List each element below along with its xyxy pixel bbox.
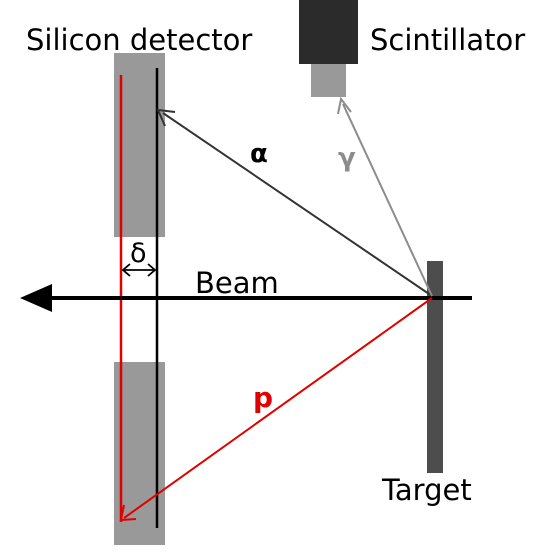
gamma-trajectory [342,103,433,297]
gamma-arrowhead [337,96,352,115]
proton-arrowhead [119,504,137,522]
alpha-label: α [250,139,268,169]
gamma-label: γ [338,143,356,173]
target-foil [427,261,443,473]
proton-label: p [253,381,273,414]
delta-label: δ [130,238,147,269]
proton-trajectory [123,297,433,519]
scintillator-body [299,0,358,64]
scintillator-window [311,64,346,97]
target-label: Target [381,473,472,507]
delta-arrowhead-left [121,263,131,277]
alpha-trajectory [162,112,433,297]
delta-arrowhead-right [147,263,157,277]
alpha-arrowhead [156,108,176,127]
beam-arrowhead [20,284,52,312]
beam-label: Beam [195,266,279,300]
scintillator-label: Scintillator [370,23,525,57]
silicon-detector-label: Silicon detector [26,23,252,57]
